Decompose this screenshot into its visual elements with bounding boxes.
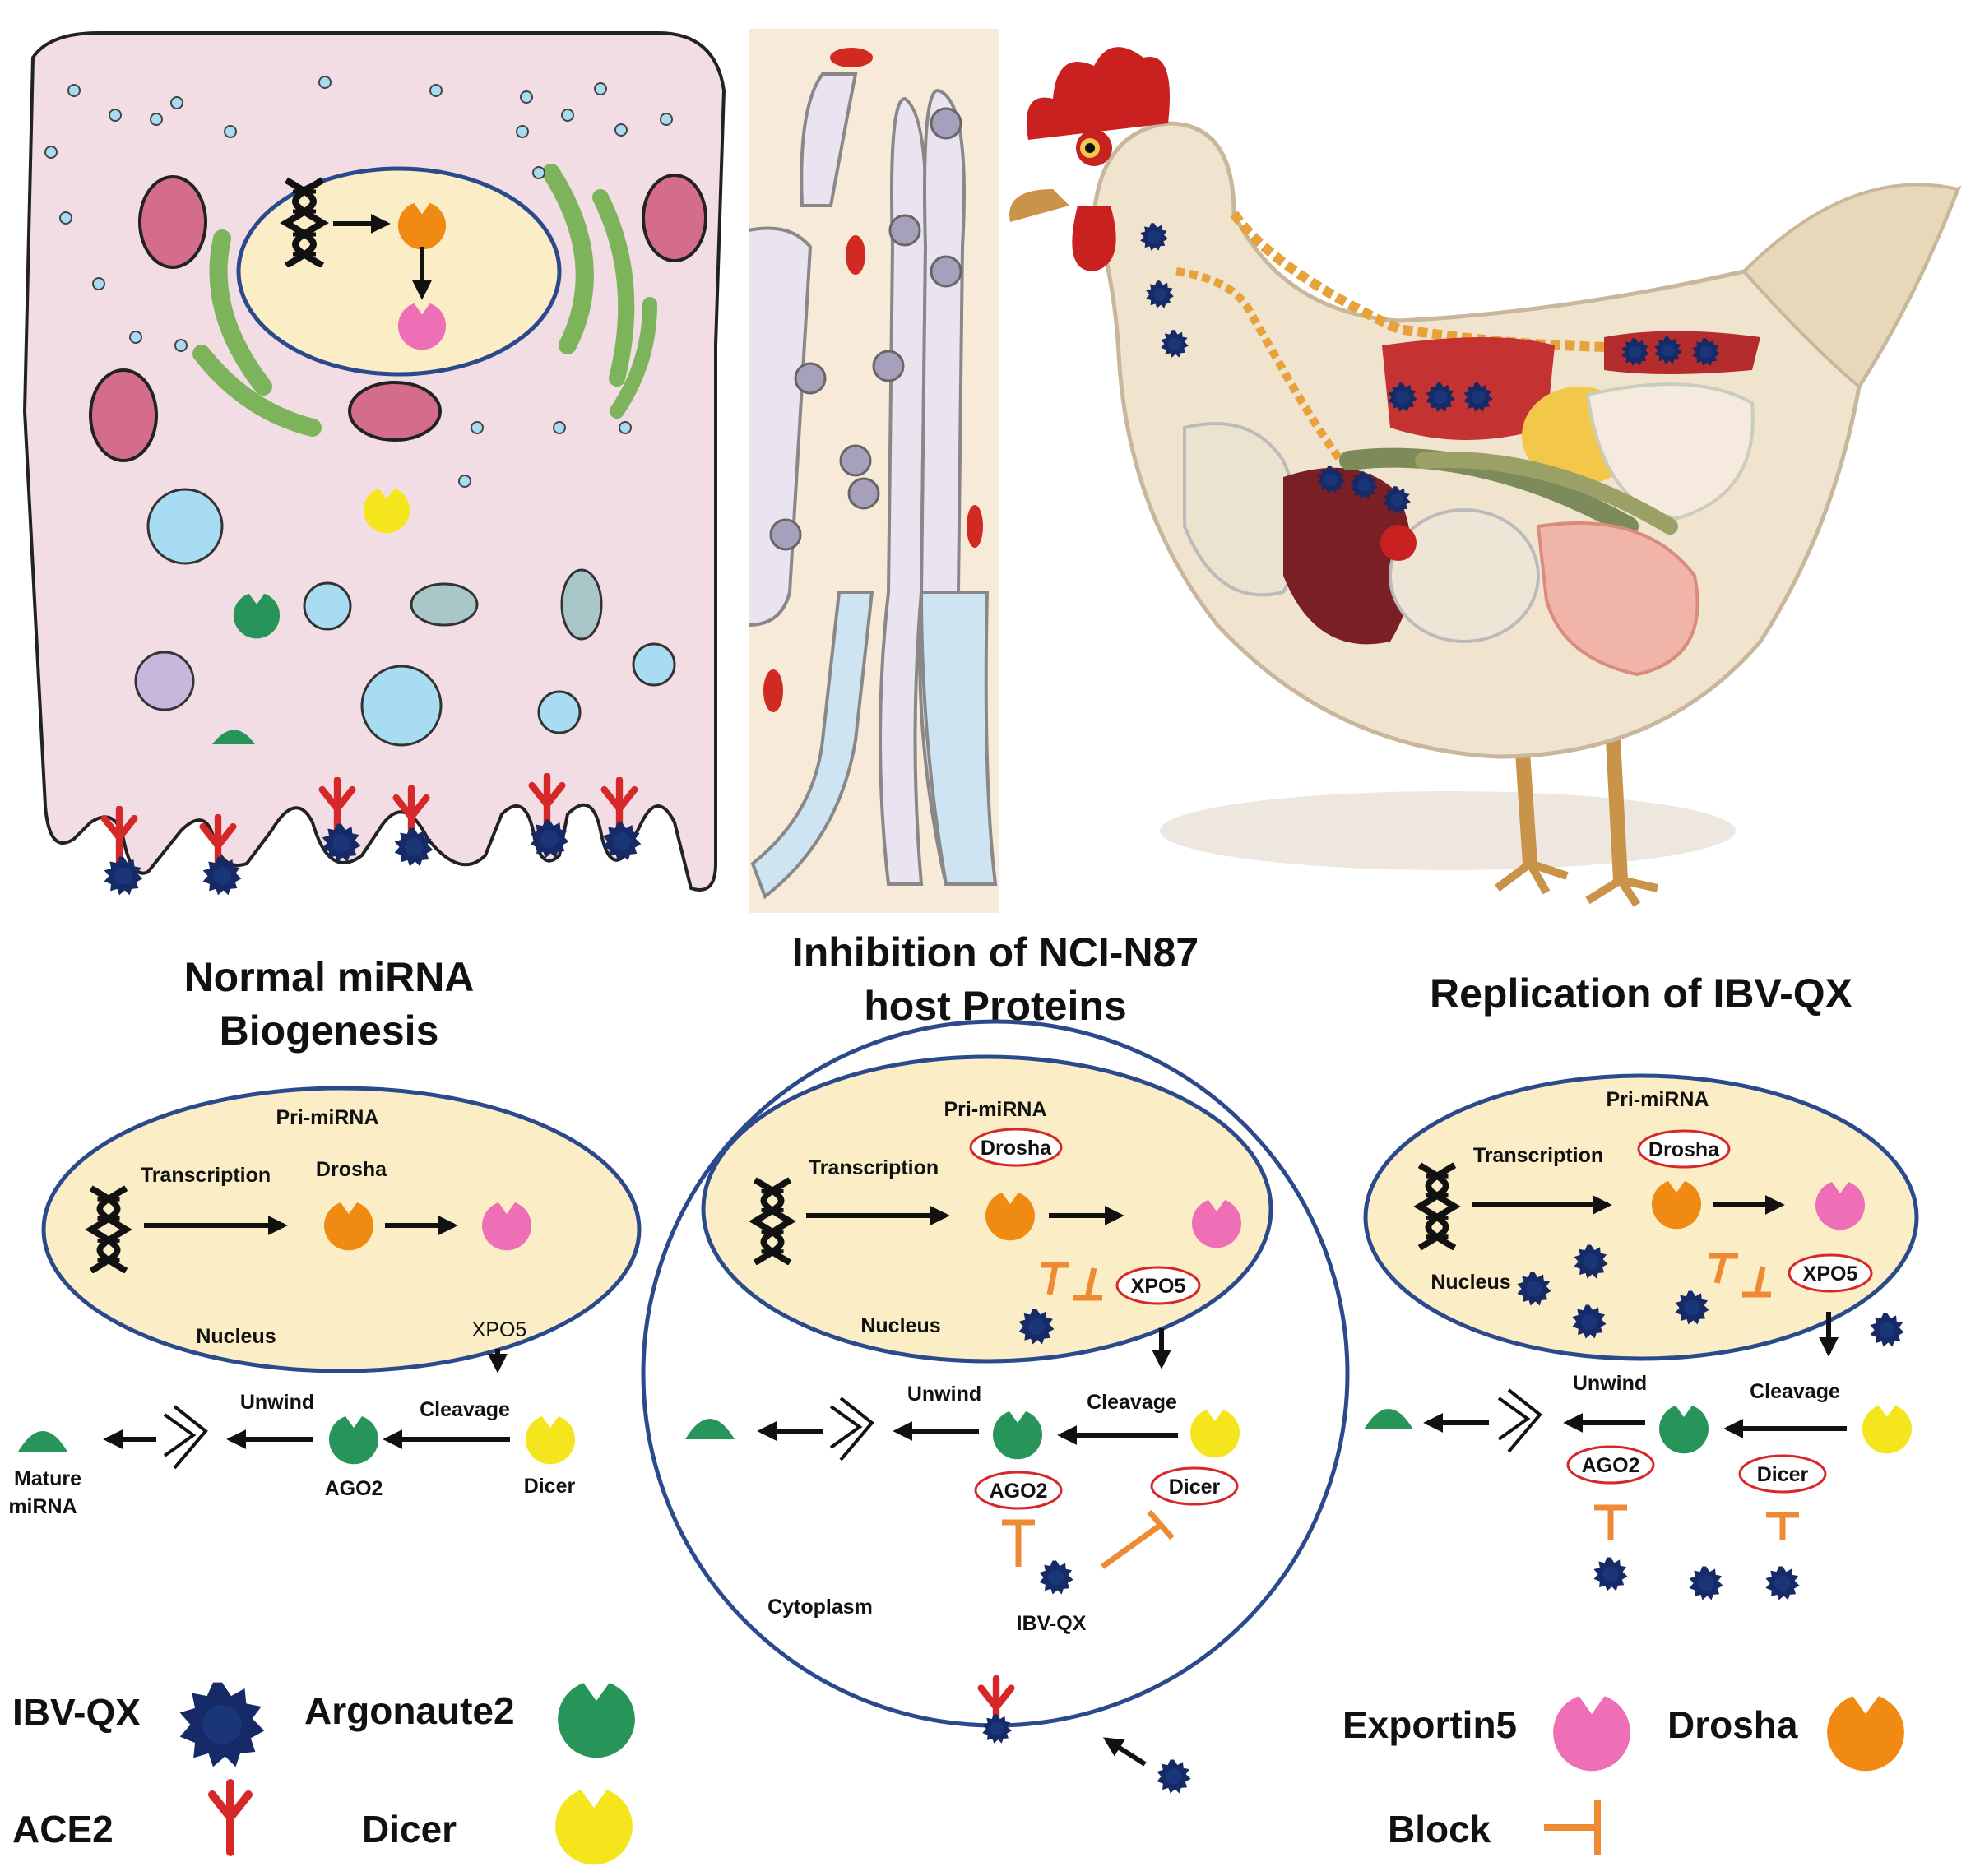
mature-mirna-shape bbox=[685, 1419, 735, 1439]
mature-mirna-shape bbox=[1364, 1409, 1413, 1429]
label-drosha-red: Drosha bbox=[1648, 1138, 1720, 1161]
block-xpo5 bbox=[1073, 1267, 1102, 1301]
label-ibv: IBV-QX bbox=[1017, 1612, 1087, 1635]
label-mature-1: Mature bbox=[14, 1467, 81, 1490]
label-pri-mirna: Pri-miRNA bbox=[276, 1106, 378, 1129]
mature-mirna-shape bbox=[18, 1431, 67, 1452]
label-nucleus: Nucleus bbox=[196, 1325, 276, 1348]
ago2-protein bbox=[1659, 1406, 1709, 1454]
label-cleavage: Cleavage bbox=[1087, 1391, 1177, 1414]
label-nucleus: Nucleus bbox=[860, 1314, 940, 1337]
label-ago2-red: AGO2 bbox=[1582, 1454, 1640, 1477]
legend-drosha-label: Drosha bbox=[1667, 1703, 1798, 1746]
legend-dicer-label: Dicer bbox=[362, 1808, 457, 1851]
virus-incoming bbox=[1157, 1759, 1191, 1794]
label-mature-2: miRNA bbox=[8, 1495, 77, 1518]
label-xpo5-red: XPO5 bbox=[1131, 1275, 1186, 1298]
label-dicer-red: Dicer bbox=[1169, 1475, 1221, 1498]
label-cytoplasm: Cytoplasm bbox=[767, 1596, 873, 1619]
label-drosha: Drosha bbox=[316, 1158, 387, 1181]
legend-ace2-icon bbox=[212, 1783, 248, 1852]
block-ago2 bbox=[1594, 1504, 1627, 1540]
unwound-rna bbox=[1497, 1388, 1542, 1453]
label-ago2: AGO2 bbox=[325, 1477, 383, 1500]
cell-illustration bbox=[22, 31, 726, 896]
title-normal-line2: Biogenesis bbox=[220, 1007, 439, 1054]
title-replication: Replication of IBV-QX bbox=[1430, 970, 1852, 1017]
label-unwind: Unwind bbox=[907, 1383, 981, 1406]
label-cleavage: Cleavage bbox=[420, 1398, 510, 1421]
chicken-illustration bbox=[1009, 47, 1962, 907]
epithelium-illustration bbox=[748, 29, 999, 913]
legend-exportin-icon bbox=[1553, 1696, 1630, 1772]
legend-block-icon bbox=[1544, 1800, 1601, 1855]
label-xpo5: XPO5 bbox=[472, 1318, 527, 1341]
legend-argonaute-label: Argonaute2 bbox=[304, 1689, 515, 1732]
label-nucleus: Nucleus bbox=[1431, 1271, 1510, 1294]
legend-exportin-label: Exportin5 bbox=[1342, 1703, 1517, 1746]
label-transcription: Transcription bbox=[1473, 1144, 1603, 1167]
legend-ace2-label: ACE2 bbox=[12, 1808, 114, 1851]
label-dicer-red: Dicer bbox=[1757, 1463, 1809, 1486]
panel-inhibition: Pri-miRNA Drosha Transcription XPO5 Nucl… bbox=[641, 1019, 1350, 1794]
block-drosha bbox=[1041, 1262, 1069, 1295]
title-inhibition-line1: Inhibition of NCI-N87 bbox=[792, 929, 1199, 975]
title-normal-line1: Normal miRNA bbox=[184, 954, 475, 1000]
label-cleavage: Cleavage bbox=[1750, 1380, 1840, 1403]
cell-nucleus bbox=[236, 166, 562, 377]
label-pri-mirna: Pri-miRNA bbox=[1606, 1088, 1709, 1111]
label-drosha-red: Drosha bbox=[981, 1137, 1052, 1160]
label-transcription: Transcription bbox=[809, 1156, 939, 1179]
block-drosha bbox=[1709, 1253, 1738, 1284]
legend-ibv-label: IBV-QX bbox=[12, 1691, 141, 1734]
unwound-rna bbox=[163, 1405, 208, 1470]
ago2-protein bbox=[329, 1416, 378, 1465]
nucleus-replication bbox=[1363, 1073, 1919, 1361]
label-unwind: Unwind bbox=[1573, 1372, 1647, 1395]
block-dicer bbox=[1766, 1512, 1799, 1540]
label-xpo5-red: XPO5 bbox=[1803, 1262, 1858, 1285]
label-pri-mirna: Pri-miRNA bbox=[944, 1098, 1046, 1121]
label-unwind: Unwind bbox=[240, 1391, 314, 1414]
legend-argonaute-icon bbox=[558, 1683, 635, 1758]
legend-ibv-icon bbox=[179, 1682, 265, 1767]
panel-normal: Pri-miRNA Transcription Drosha XPO5 Nucl… bbox=[8, 1086, 642, 1518]
legend-dicer-icon bbox=[555, 1790, 633, 1865]
legend-drosha-icon bbox=[1827, 1696, 1904, 1772]
block-dicer bbox=[1100, 1509, 1175, 1569]
block-ago2 bbox=[1002, 1519, 1035, 1567]
label-ago2-red: AGO2 bbox=[990, 1480, 1048, 1503]
legend: IBV-QX Argonaute2 ACE2 Dicer Exportin5 D… bbox=[12, 1682, 1904, 1865]
panel-replication: Pri-miRNA Transcription Drosha XPO5 Nucl… bbox=[1363, 1073, 1919, 1600]
unwound-rna bbox=[829, 1397, 874, 1461]
label-transcription: Transcription bbox=[141, 1164, 271, 1187]
label-dicer: Dicer bbox=[524, 1475, 576, 1498]
dicer-protein bbox=[526, 1416, 575, 1465]
legend-block-label: Block bbox=[1388, 1808, 1491, 1851]
block-xpo5 bbox=[1742, 1266, 1771, 1298]
dicer-protein bbox=[1862, 1406, 1912, 1454]
